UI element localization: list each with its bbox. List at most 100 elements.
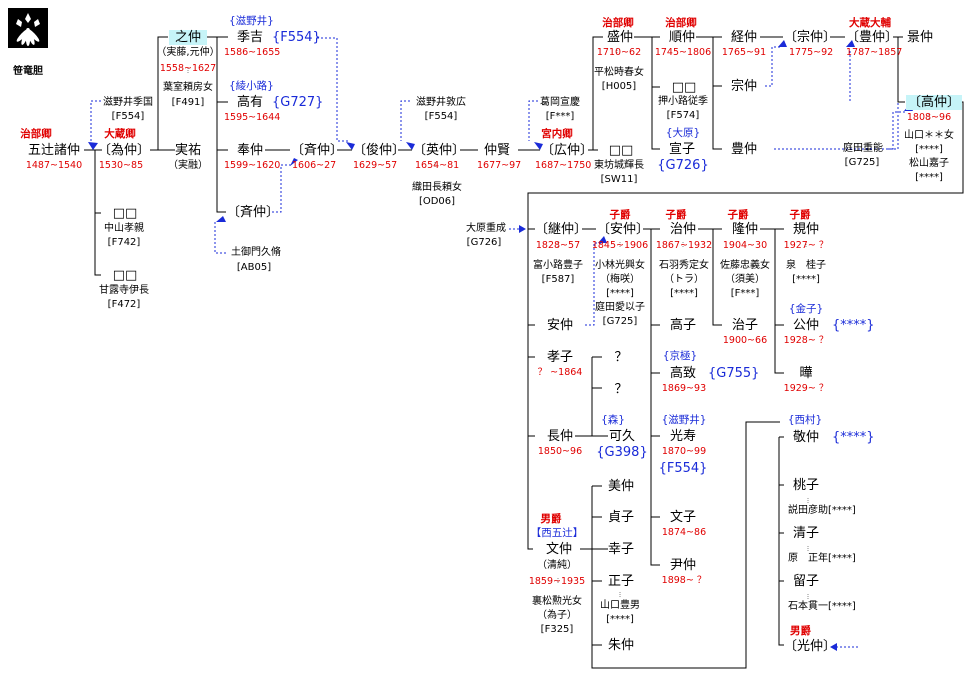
- person-harunaka[interactable]: 治仲: [669, 222, 697, 237]
- person-unnamed[interactable]: □□: [112, 206, 138, 221]
- person-munenaka-adopted[interactable]: 〔宗仲〕: [784, 30, 837, 45]
- person-fuminaka[interactable]: 文仲: [545, 542, 573, 557]
- arrowhead: [519, 225, 526, 233]
- person-keinaka[interactable]: 敬仲: [792, 430, 820, 445]
- person-takamune[interactable]: 高致: [669, 366, 697, 381]
- person-tsugunaka[interactable]: 〔継仲〕: [535, 222, 588, 237]
- person-hidenaka[interactable]: 〔英仲〕: [413, 143, 466, 158]
- years: 1677~97: [477, 160, 522, 171]
- code: [F325]: [540, 624, 574, 635]
- person-toyonaka-adopted[interactable]: 〔豊仲〕: [846, 30, 899, 45]
- spouse: 葉室頼房女: [163, 82, 213, 93]
- code: [F587]: [541, 274, 575, 285]
- code: [AB05]: [236, 262, 272, 273]
- person-norinaka[interactable]: 規仲: [792, 222, 820, 237]
- code: [****]: [792, 274, 820, 285]
- person-akira[interactable]: 曄: [799, 366, 813, 381]
- person-yukinaka[interactable]: 之仲: [168, 30, 208, 45]
- alias: （須美）: [725, 274, 765, 285]
- code: [G725]: [602, 316, 638, 327]
- title-label: 治部卿: [665, 17, 697, 29]
- code: {F554}: [272, 30, 321, 45]
- person-haruko[interactable]: 治子: [731, 318, 759, 333]
- person-kiminaka[interactable]: 公仲: [792, 318, 820, 333]
- family-label: {京極}: [662, 350, 698, 362]
- alias: （実融）: [168, 160, 208, 171]
- person-moronaka[interactable]: 五辻諸仲: [27, 143, 81, 158]
- title-label: 男爵: [540, 513, 562, 525]
- person-kagenaka[interactable]: 景仲: [907, 30, 934, 45]
- person-tamenaka[interactable]: 〔為仲〕: [97, 143, 151, 158]
- person-narinaka[interactable]: 〔斉仲〕: [227, 205, 280, 220]
- person-yorinaka[interactable]: 順仲: [668, 30, 696, 45]
- person-sadako[interactable]: 貞子: [607, 510, 635, 525]
- person-mitsuhisa[interactable]: 光寿: [669, 429, 697, 444]
- person-unnamed[interactable]: □□: [112, 268, 138, 283]
- person-unknown[interactable]: ？: [614, 382, 628, 397]
- person-munenaka[interactable]: 宗仲: [730, 79, 758, 94]
- alias: （梅咲）: [600, 274, 640, 285]
- person-yasunaka[interactable]: 安仲: [546, 318, 574, 333]
- person-tadanaka[interactable]: 尹仲: [669, 558, 697, 573]
- person-nobuko[interactable]: 宣子: [668, 142, 696, 157]
- family-label: {大原}: [665, 127, 701, 139]
- person-morinaka[interactable]: 盛仲: [606, 30, 634, 45]
- person-takanaka2[interactable]: 隆仲: [731, 222, 759, 237]
- spouse: 富小路豊子: [533, 260, 583, 271]
- person-momoko[interactable]: 桃子: [792, 478, 820, 493]
- spouse: 小林光興女: [595, 260, 645, 271]
- years: 1898~ ？: [661, 575, 707, 586]
- person-masako[interactable]: 正子: [607, 574, 635, 589]
- spouse: 中山孝親: [104, 223, 144, 234]
- spouse: 佐藤忠義女: [720, 260, 770, 271]
- person-fumiko[interactable]: 文子: [669, 510, 697, 525]
- person-narinaka[interactable]: 〔斉仲〕: [291, 143, 344, 158]
- person-hironaka[interactable]: 〔広仲〕: [541, 143, 594, 158]
- lineage-lines: [84, 36, 964, 669]
- years: 1558~1627: [159, 63, 217, 74]
- arrowhead: [598, 236, 607, 243]
- years: 1745~1806: [654, 47, 712, 58]
- code: [****]: [670, 288, 698, 299]
- years: 1487~1540: [25, 160, 83, 171]
- person-takanaka[interactable]: 〔高仲〕: [906, 95, 963, 110]
- spouse: 石羽秀定女: [659, 260, 709, 271]
- person-unnamed[interactable]: □□: [671, 80, 697, 95]
- person-toyonaka[interactable]: 豊仲: [730, 142, 758, 157]
- person-kahisa[interactable]: 可久: [608, 429, 636, 444]
- person-takaari[interactable]: 高有: [237, 95, 264, 110]
- person-tomonaka[interactable]: 奉仲: [237, 143, 264, 158]
- person-tsunenaka[interactable]: 経仲: [730, 30, 758, 45]
- code: [F554]: [111, 111, 145, 122]
- person-unnamed[interactable]: □□: [608, 143, 634, 158]
- person-sachiko[interactable]: 幸子: [607, 542, 635, 557]
- code: [F***]: [730, 288, 760, 299]
- years: 1787~1857: [846, 47, 903, 58]
- person-kiyoko[interactable]: 清子: [792, 526, 820, 541]
- person-takako[interactable]: 孝子: [546, 350, 574, 365]
- code: [OD06]: [418, 196, 456, 207]
- person-suekichi[interactable]: 季吉: [237, 30, 264, 45]
- person-takako2[interactable]: 高子: [669, 318, 697, 333]
- person-toshinaka[interactable]: 〔俊仲〕: [353, 143, 406, 158]
- years: 1904~30: [722, 240, 768, 251]
- person-yoshinaka[interactable]: 美仲: [607, 479, 635, 494]
- person-naganaka[interactable]: 長仲: [546, 429, 574, 444]
- adoptive-origin: 滋野井季国: [103, 97, 153, 108]
- spouse: 東坊城輝長: [594, 160, 644, 171]
- years: 1599~1620: [224, 160, 281, 171]
- code: [F491]: [171, 97, 205, 108]
- person-yasunaka-adopted[interactable]: 〔安仲〕: [597, 222, 650, 237]
- years: 1869~93: [661, 383, 707, 394]
- person-mitsunaka[interactable]: 〔光仲〕: [784, 639, 837, 654]
- years: 1859~1935: [528, 576, 586, 587]
- person-unknown[interactable]: ？: [614, 350, 628, 365]
- spouse: 山口豊男: [600, 600, 640, 611]
- person-sanesuke[interactable]: 実祐: [174, 143, 202, 158]
- person-nakakata[interactable]: 仲賢: [484, 143, 511, 158]
- code: [H005]: [601, 81, 637, 92]
- person-akenaka[interactable]: 朱仲: [607, 638, 635, 653]
- person-tomeko[interactable]: 留子: [792, 574, 820, 589]
- years: 1845~1906: [591, 240, 649, 251]
- family-label: {西村}: [787, 414, 823, 426]
